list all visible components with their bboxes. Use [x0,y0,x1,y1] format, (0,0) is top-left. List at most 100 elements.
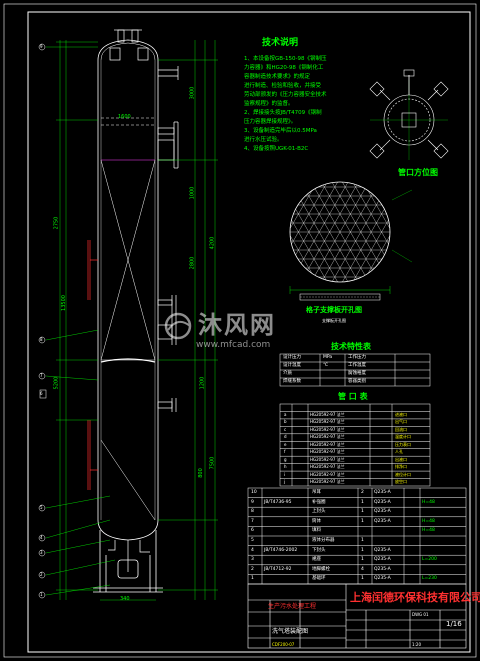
top-nozzles [109,29,179,80]
tech-note-line: 容器制造技术要求》的规定 [244,74,311,80]
dim-label: 2750 [53,216,60,230]
tech-note-line: 2、焊接接头按JB/T4709《钢制 [244,110,322,116]
nozzle-cell: c [284,426,287,432]
parts-cell: 1 [361,538,364,543]
outer-border [3,3,477,658]
dim-label: 13500 [60,295,67,311]
parts-cell: 2 [361,490,364,495]
nozzle-cell: f [284,449,286,455]
hole-plate-title: 格子支撑板开孔图 [306,306,362,314]
tech-note-line: 进行水压试验。 [244,137,283,143]
parts-cell: 筒体 [312,518,321,524]
nozzle-cell: 出气口 [395,419,407,425]
spec-cell: ℃ [323,363,329,368]
parts-list-grid [247,487,467,585]
part-marker-number: 3 [40,550,43,555]
parts-cell: 9 [251,499,254,505]
parts-cell: 2 [251,566,254,572]
parts-cell: L=230 [422,576,437,582]
dim-label: 340 [120,596,130,602]
tech-note-line: 力容器》和HG20-98《钢制化工 [244,65,324,71]
support-plate-drawing [289,181,413,301]
nozzle-cell: 压力表口 [395,441,411,447]
dim-label: 1600 [118,114,131,120]
parts-cell: 6 [251,528,254,534]
parts-cell: 3 [251,557,254,563]
parts-cell: Q235-A [374,499,391,505]
tech-note-line: 1、本设备按GB-150-98《钢制压 [244,56,327,62]
sheet-number: CDF200-07 [272,642,295,647]
part-marker-number: 8 [40,337,43,342]
parts-cell: 7 [251,518,254,524]
nozzle-cell: HG20592-97 法兰 [310,441,345,447]
nozzle-cell: 出液口 [395,456,407,462]
part-marker-number: 9 [40,44,43,49]
dim-label: 3000 [189,86,196,100]
parts-cell: 1 [361,576,364,582]
dimension-lines [45,40,218,601]
part-marker-number: 2 [40,572,43,577]
nozzle-cell: 液位计口 [395,471,411,477]
tech-notes-title: 技术说明 [262,38,299,48]
parts-cell: Q235-A [374,518,391,524]
parts-cell: 补强圈 [312,499,326,505]
watermark-logo [164,312,192,340]
tech-note-line: 4、设备按照UGK-01-B2C [244,146,309,152]
nozzle-cell: g [284,456,287,462]
project-name: 生产污水处理工程 [268,603,317,610]
tech-note-line: 3、设备制造完毕后以0.5MPa [244,128,317,134]
parts-cell: 1 [251,576,254,582]
nozzle-cell: HG20592-97 法兰 [310,471,345,477]
part-markers [38,43,47,599]
parts-cell: 裙座 [312,557,321,563]
spec-table-title: 技术特性表 [331,342,371,351]
nozzle-cell: HG20592-97 法兰 [310,449,345,455]
dim-label: 7500 [209,456,216,470]
parts-cell: Q235-A [374,547,391,553]
spec-cell: MPa [323,355,333,360]
nozzle-cell: HG20592-97 法兰 [310,419,345,425]
nozzle-orientation-view [369,69,449,160]
nozzle-cell: 人孔 [395,449,403,455]
side-nozzles [87,121,179,572]
parts-cell: Q235-A [374,566,391,572]
parts-cell: JB/T4712-92 [264,566,292,572]
nozzle-cell: HG20592-97 法兰 [310,456,345,462]
nozzle-cell: HG20592-97 法兰 [310,464,345,470]
parts-cell: 10 [251,490,257,495]
parts-cell: JB/T4736-95 [264,499,292,505]
parts-cell: JB/T4746-2002 [264,547,298,553]
dim-label: 1200 [199,376,206,390]
spec-table-grid [279,353,431,387]
parts-cell: 地脚螺栓 [312,566,330,572]
part-marker-number: 1 [40,592,43,597]
nozzle-cell: 进液口 [395,411,407,417]
tech-note-line: 进行制造、检验和验收，并接受 [244,83,322,89]
nozzle-cell: e [284,441,287,447]
dim-label: 2800 [189,256,196,270]
nozzle-cell: i [284,471,286,477]
nozzle-cell: b [284,419,287,425]
spec-cell: 设计压力 [283,355,301,360]
drawing-name: 洗气塔装配图 [272,628,309,635]
nozzle-cell: a [284,411,287,417]
nozzle-cell: 排净口 [395,464,407,470]
nozzle-cell: j [284,479,286,485]
company-name: 上海闰德环保科技有限公司 [350,591,480,604]
nozzle-table-title: 管 口 表 [338,392,368,401]
parts-cell: 填料 [312,528,321,534]
parts-cell: 吊耳 [312,490,321,495]
nozzle-orientation-title: 管口方位图 [398,168,438,177]
nozzle-table-grid [279,403,431,487]
spec-cell: 腐蚀裕度 [348,371,366,376]
parts-cell: H=48 [422,499,435,505]
dim-label: 800 [197,468,204,478]
nozzle-cell: HG20592-97 法兰 [310,434,345,440]
watermark-brand: 沐风网 [198,311,276,339]
inner-border [27,11,471,653]
nozzle-cell: d [284,434,287,440]
parts-cell: Q235-A [374,490,391,495]
part-marker-number: 4 [40,535,43,540]
parts-cell: Q235-A [374,576,391,582]
